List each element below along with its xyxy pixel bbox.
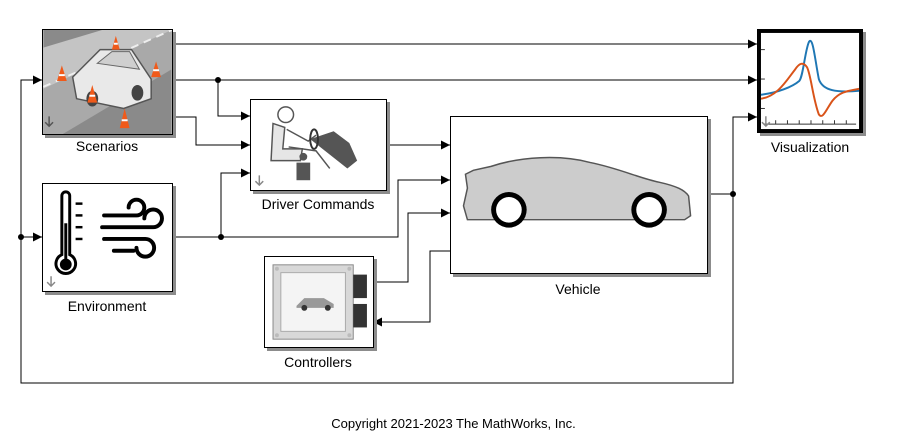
junction-dot: [730, 191, 736, 197]
line-vehicle-vis: [732, 112, 757, 194]
environment-block[interactable]: [42, 183, 173, 292]
line-feedback-scen: [20, 75, 42, 237]
line-feedback: [20, 194, 734, 384]
visualization-block[interactable]: [757, 29, 863, 133]
environment-label: Environment: [67, 298, 147, 314]
scenarios-block[interactable]: [42, 29, 173, 135]
sports-car-icon: [462, 156, 692, 228]
driver-commands-block[interactable]: [250, 99, 387, 191]
plot-scope-icon: [758, 30, 862, 132]
line-ctrl-vehicle: [373, 208, 450, 283]
vehicle-block[interactable]: [450, 116, 708, 274]
controllers-label: Controllers: [284, 354, 352, 370]
line-env-driver: [172, 168, 250, 238]
road-cones-car-icon: [43, 30, 172, 134]
line-vehicle-ctrl: [373, 250, 450, 327]
line-branch-driver: [217, 80, 250, 121]
line-env-vehicle: [221, 175, 450, 238]
copyright-text: Copyright 2021-2023 The MathWorks, Inc.: [331, 416, 576, 431]
junction-dot: [18, 234, 24, 240]
driver-commands-label: Driver Commands: [261, 196, 375, 212]
visualization-label: Visualization: [770, 139, 850, 155]
thermometer-wind-icon: [46, 190, 164, 288]
ecu-board-icon: [272, 264, 367, 340]
driver-seat-icon: [254, 106, 358, 187]
scenarios-label: Scenarios: [75, 138, 139, 154]
junction-dot: [215, 77, 221, 83]
junction-dot: [218, 234, 224, 240]
line-scenarios-driver: [172, 116, 250, 150]
vehicle-label: Vehicle: [555, 281, 601, 297]
controllers-block[interactable]: [264, 256, 374, 348]
